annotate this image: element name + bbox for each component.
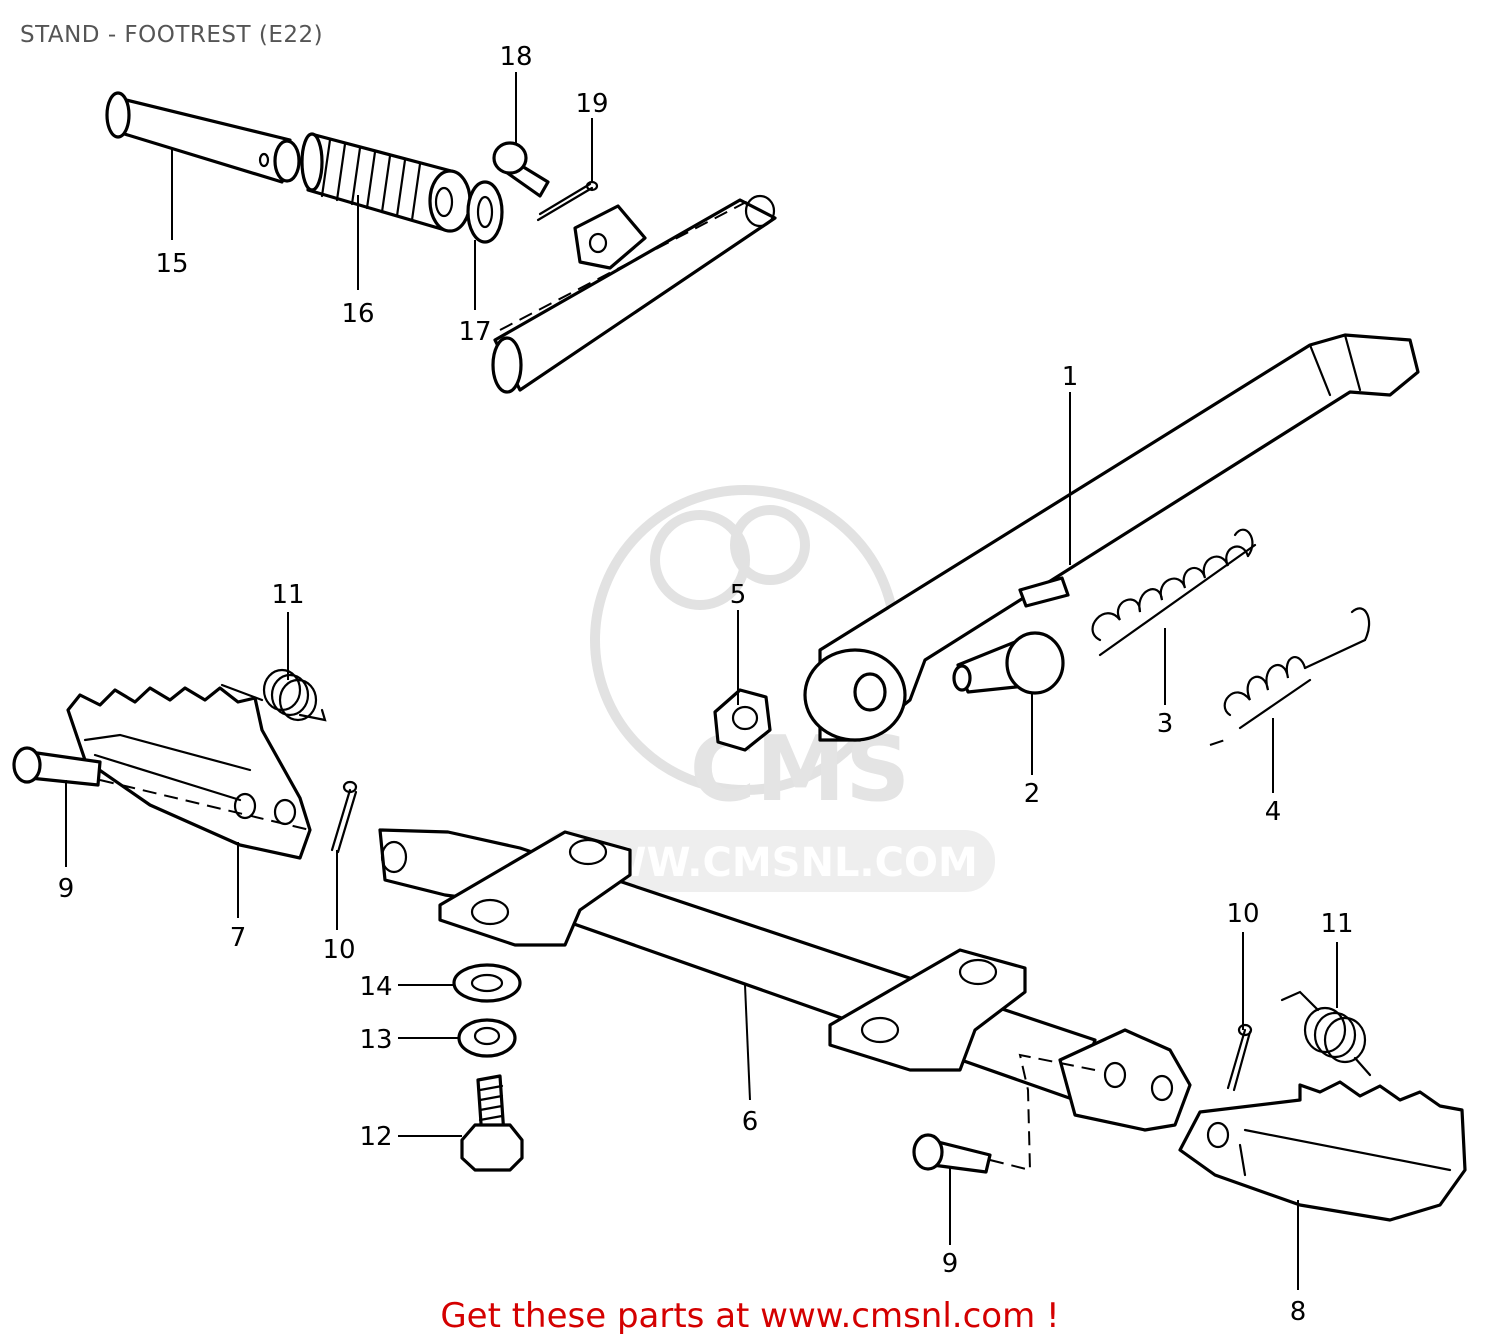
callout-2: 2 — [1024, 779, 1041, 809]
callout-17: 17 — [458, 317, 491, 347]
part-10-cotter-pin-right[interactable] — [1226, 1023, 1253, 1092]
callout-11-right: 11 — [1320, 909, 1353, 939]
part-18-pin[interactable] — [492, 141, 550, 198]
part-7-footrest-left[interactable] — [66, 686, 312, 860]
part-9-pin-right[interactable] — [912, 1133, 992, 1174]
part-10-cotter-pin-left[interactable] — [330, 780, 358, 854]
callout-12: 12 — [359, 1122, 392, 1152]
part-11-spring-left[interactable] — [220, 668, 327, 722]
leader-lines — [65, 72, 1338, 1290]
part-1-side-stand[interactable] — [803, 333, 1420, 742]
callout-9-left: 9 — [58, 874, 75, 904]
part-15-footrest-shaft[interactable] — [105, 91, 301, 184]
page-title: STAND - FOOTREST (E22) — [20, 22, 324, 48]
callout-19: 19 — [575, 89, 608, 119]
assembly-lines — [99, 199, 1226, 1172]
callout-15: 15 — [155, 249, 188, 279]
callout-11-left: 11 — [271, 580, 304, 610]
part-11-spring-right[interactable] — [1280, 990, 1372, 1077]
part-8-footrest-right[interactable] — [1178, 1080, 1467, 1222]
part-16-footrest-rubber[interactable] — [300, 132, 472, 233]
part-5-nut[interactable] — [713, 688, 772, 752]
part-17-washer[interactable] — [466, 180, 504, 244]
callout-7: 7 — [230, 923, 247, 953]
callout-5: 5 — [730, 580, 747, 610]
part-2-stand-bolt[interactable] — [952, 631, 1065, 695]
callout-13: 13 — [359, 1025, 392, 1055]
callout-10-right: 10 — [1226, 899, 1259, 929]
part-12-bolt[interactable] — [460, 1074, 524, 1172]
callout-6: 6 — [742, 1107, 759, 1137]
part-13-spring-washer[interactable] — [457, 1018, 517, 1058]
part-4-spring[interactable] — [1223, 607, 1371, 730]
callout-16: 16 — [341, 299, 374, 329]
callout-10-left: 10 — [322, 935, 355, 965]
part-19-cotter-pin[interactable] — [536, 180, 599, 222]
callout-14: 14 — [359, 972, 392, 1002]
part-3-spring[interactable] — [1091, 528, 1257, 657]
cms-watermark: CMS WWW.CMSNL.COM — [540, 485, 995, 892]
part-14-washer[interactable] — [452, 963, 522, 1003]
frame-tube-top — [491, 194, 777, 394]
part-9-pin-left[interactable] — [12, 746, 102, 787]
callout-9-right: 9 — [942, 1249, 959, 1279]
callout-3: 3 — [1157, 709, 1174, 739]
get-parts-link[interactable]: Get these parts at www.cmsnl.com ! — [440, 1296, 1060, 1336]
callout-8: 8 — [1290, 1297, 1307, 1327]
callout-numbers: 1 2 3 4 5 6 7 8 9 9 10 10 11 11 12 13 14… — [58, 42, 1354, 1327]
callout-4: 4 — [1265, 797, 1282, 827]
part-6-footrest-bar[interactable] — [378, 828, 1192, 1132]
callout-1: 1 — [1062, 362, 1079, 392]
callout-18: 18 — [499, 42, 532, 72]
